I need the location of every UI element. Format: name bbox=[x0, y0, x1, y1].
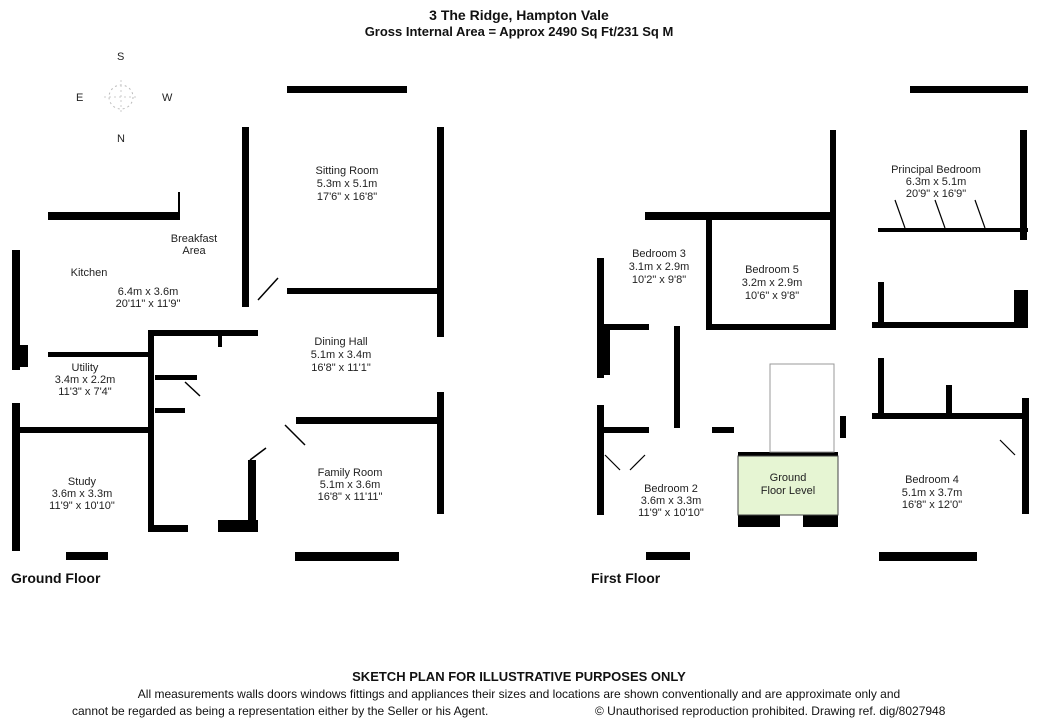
room-metric: 5.3m x 5.1m bbox=[317, 178, 378, 190]
room-name: Kitchen bbox=[71, 267, 108, 279]
plan-subtitle: Gross Internal Area = Approx 2490 Sq Ft/… bbox=[364, 24, 674, 39]
room-name: Family Room bbox=[318, 467, 383, 479]
compass-east: E bbox=[76, 92, 83, 104]
first-floor-walls bbox=[597, 86, 1029, 561]
first-floor-labels: Principal Bedroom 6.3m x 5.1m 20'9" x 16… bbox=[629, 164, 981, 519]
room-metric: 6.4m x 3.6m bbox=[118, 286, 179, 298]
compass-rose: S N E W bbox=[76, 51, 173, 145]
first-floor-label: First Floor bbox=[591, 570, 661, 586]
room-imperial: 16'8" x 12'0" bbox=[902, 499, 962, 511]
room-metric: 6.3m x 5.1m bbox=[906, 176, 967, 188]
room-metric: 3.6m x 3.3m bbox=[641, 495, 702, 507]
copyright-notice: © Unauthorised reproduction prohibited. … bbox=[595, 704, 946, 718]
room-name-line2: Area bbox=[182, 245, 206, 257]
room-name: Bedroom 5 bbox=[745, 264, 799, 276]
room-imperial: 17'6" x 16'8" bbox=[317, 191, 377, 203]
compass-south: S bbox=[117, 51, 124, 63]
room-metric: 5.1m x 3.7m bbox=[902, 487, 963, 499]
disclaimer-line-2: cannot be regarded as being a representa… bbox=[72, 704, 489, 718]
first-floor-details bbox=[604, 199, 1016, 471]
room-name: Sitting Room bbox=[316, 165, 379, 177]
room-metric: 3.6m x 3.3m bbox=[52, 488, 113, 500]
room-metric: 3.1m x 2.9m bbox=[629, 261, 690, 273]
room-imperial: 10'6" x 9'8" bbox=[745, 290, 799, 302]
room-imperial: 11'3" x 7'4" bbox=[58, 386, 111, 398]
room-metric: 5.1m x 3.4m bbox=[311, 349, 372, 361]
ground-floor-labels: Sitting Room 5.3m x 5.1m 17'6" x 16'8" B… bbox=[49, 165, 382, 512]
room-name: Dining Hall bbox=[314, 336, 367, 348]
compass-west: W bbox=[162, 92, 173, 104]
ground-floor-level-highlight bbox=[737, 455, 839, 516]
ground-floor-walls bbox=[12, 86, 444, 561]
room-imperial: 16'8" x 11'11" bbox=[318, 491, 383, 503]
room-name: Bedroom 4 bbox=[905, 474, 959, 486]
room-name-line2: Floor Level bbox=[761, 485, 815, 497]
room-metric: 3.2m x 2.9m bbox=[742, 277, 803, 289]
floor-plan-drawing: S N E W bbox=[11, 51, 1029, 586]
plan-title: 3 The Ridge, Hampton Vale bbox=[429, 7, 609, 23]
disclaimer-line-1: All measurements walls doors windows fit… bbox=[137, 687, 901, 701]
disclaimer-title: SKETCH PLAN FOR ILLUSTRATIVE PURPOSES ON… bbox=[352, 669, 686, 684]
room-name: Bedroom 2 bbox=[644, 483, 698, 495]
room-imperial: 16'8" x 11'1" bbox=[311, 362, 371, 374]
ground-floor-label: Ground Floor bbox=[11, 570, 101, 586]
compass-north: N bbox=[117, 133, 125, 145]
room-imperial: 20'11" x 11'9" bbox=[116, 298, 181, 310]
ground-floor-details bbox=[184, 277, 306, 461]
room-imperial: 20'9" x 16'9" bbox=[906, 188, 966, 200]
room-imperial: 11'9" x 10'10" bbox=[638, 507, 704, 519]
room-name: Bedroom 3 bbox=[632, 248, 686, 260]
room-metric: 3.4m x 2.2m bbox=[55, 374, 116, 386]
room-name: Ground bbox=[770, 472, 807, 484]
room-metric: 5.1m x 3.6m bbox=[320, 479, 381, 491]
room-name: Utility bbox=[72, 362, 99, 374]
room-name: Study bbox=[68, 476, 97, 488]
room-imperial: 11'9" x 10'10" bbox=[49, 500, 115, 512]
room-imperial: 10'2" x 9'8" bbox=[632, 274, 686, 286]
room-name: Principal Bedroom bbox=[891, 164, 981, 176]
room-name: Breakfast bbox=[171, 233, 217, 245]
